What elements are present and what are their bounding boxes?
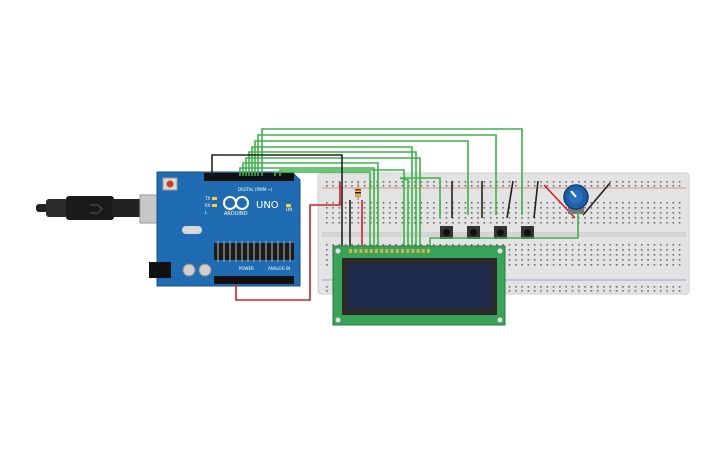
lcd-16x2[interactable]	[332, 245, 506, 326]
on-label: ON	[286, 207, 292, 212]
digital-header	[204, 173, 294, 181]
push-button-4[interactable]	[521, 226, 534, 239]
power-label: POWER	[239, 266, 254, 271]
push-button-3[interactable]	[494, 226, 507, 239]
board-model-label: UNO	[256, 200, 279, 211]
push-button-2[interactable]	[467, 226, 480, 239]
power-analog-header	[214, 276, 294, 284]
resistor[interactable]	[355, 182, 361, 200]
signal-wires-green	[239, 128, 579, 246]
power-wire-red	[235, 182, 363, 301]
gnd-wire	[211, 154, 351, 246]
tx-label: TX	[204, 196, 210, 201]
potentiometer[interactable]	[563, 184, 589, 214]
l-label: L	[205, 210, 208, 215]
arduino-uno-board[interactable]: ARDUINO UNO DIGITAL (PWM ~) POWER ANALOG…	[149, 171, 301, 287]
lcd-screen	[348, 264, 491, 308]
tx-led	[212, 197, 217, 200]
analog-label: ANALOG IN	[268, 266, 290, 271]
reset-button[interactable]	[166, 180, 174, 188]
rx-label: RX	[205, 203, 211, 208]
push-button-1[interactable]	[440, 226, 453, 239]
board-brand-label: ARDUINO	[224, 211, 248, 217]
lcd-pins	[349, 249, 430, 253]
arduino-logo-icon	[223, 196, 249, 210]
digital-label: DIGITAL (PWM ~)	[238, 187, 273, 192]
rx-led	[212, 204, 217, 207]
on-led	[286, 204, 291, 207]
